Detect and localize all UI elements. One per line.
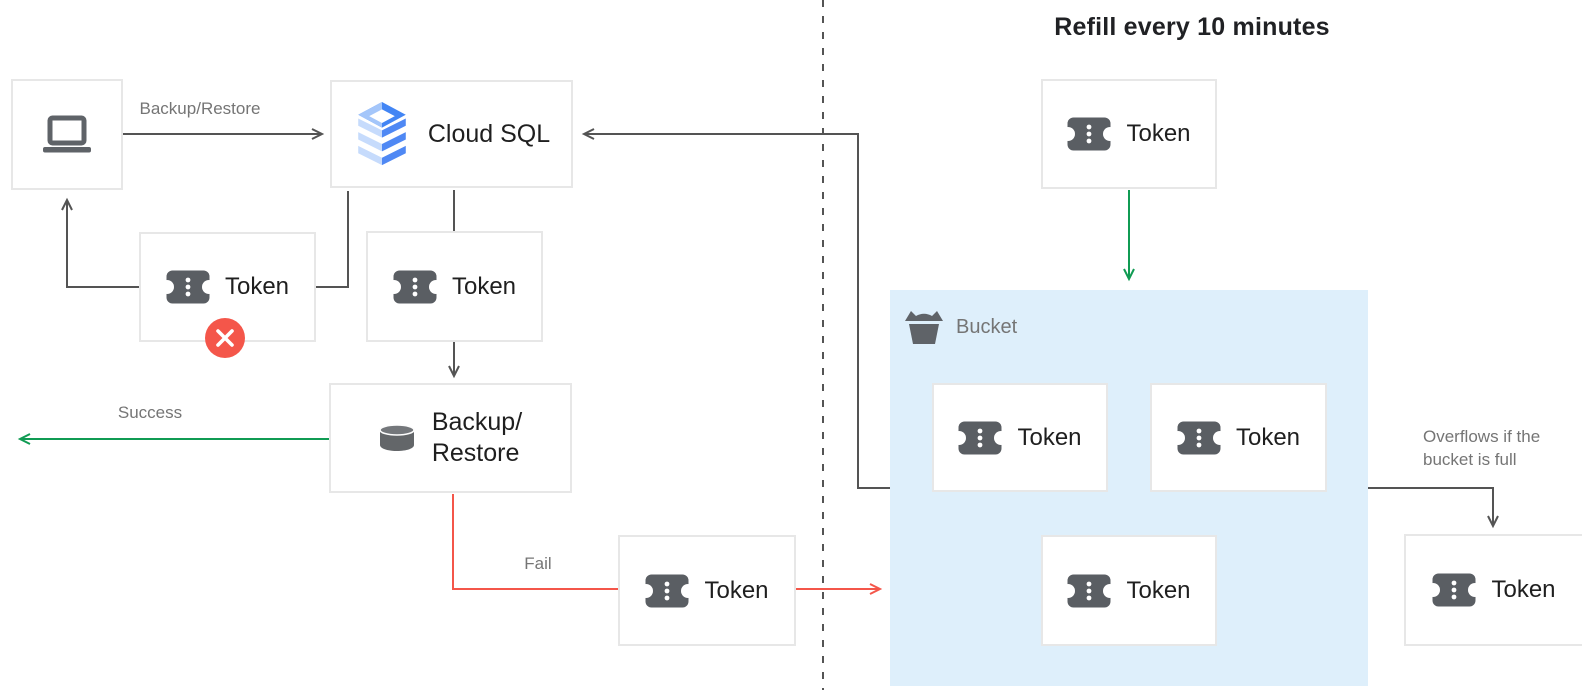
token-node-in-bucket: Token: [932, 383, 1108, 492]
backup-restore-label: Backup/ Restore: [432, 407, 522, 469]
cloud-sql-label: Cloud SQL: [427, 119, 551, 148]
token-node: Token: [618, 535, 796, 646]
token-label: Token: [1126, 120, 1191, 147]
token-node-failed: Token: [139, 232, 316, 342]
backup-restore-label-line2: Restore: [431, 439, 520, 467]
bucket-label: Bucket: [956, 315, 1018, 338]
x-badge-icon: [205, 318, 245, 358]
overflow-edge-label-line2: bucket is full: [1423, 450, 1517, 469]
ticket-icon: [165, 270, 210, 304]
fail-edge-label: Fail: [524, 554, 552, 573]
backup-restore-edge-label: Backup/Restore: [139, 99, 261, 118]
success-edge-label: Success: [117, 403, 183, 422]
ticket-icon: [1432, 573, 1477, 607]
token-node-overflow: Token: [1404, 534, 1582, 646]
bucket-icon: [903, 309, 945, 345]
client-node: [11, 79, 123, 190]
database-icon: [379, 424, 415, 452]
overflow-edge-label: Overflows if the bucket is full: [1423, 425, 1540, 471]
ticket-icon: [1067, 117, 1112, 151]
ticket-icon: [645, 574, 690, 608]
ticket-icon: [958, 421, 1003, 455]
edge-bucket-overflow: [1368, 487, 1499, 529]
cloud-sql-icon: [353, 102, 411, 166]
token-label: Token: [704, 576, 769, 604]
token-label: Token: [1126, 576, 1191, 604]
token-label: Token: [224, 273, 290, 300]
backup-restore-node: Backup/ Restore: [329, 383, 572, 493]
edge-bucket-to-cloudsql: [581, 128, 890, 489]
laptop-icon: [40, 115, 94, 155]
token-node: Token: [366, 231, 543, 342]
ticket-icon: [392, 270, 437, 304]
token-label: Token: [1235, 423, 1301, 451]
edge-token1-to-cloudsql: [316, 191, 349, 288]
token-label: Token: [451, 272, 517, 300]
token-label: Token: [1017, 423, 1082, 451]
token-node-refill: Token: [1041, 79, 1217, 189]
token-node-in-bucket: Token: [1041, 535, 1217, 646]
token-label: Token: [1491, 576, 1556, 603]
backup-restore-label-line1: Backup/: [431, 408, 523, 436]
overflow-edge-label-line1: Overflows if the: [1423, 427, 1541, 446]
ticket-icon: [1176, 421, 1221, 455]
cloud-sql-node: Cloud SQL: [330, 80, 573, 188]
edge-token1-to-client: [61, 197, 139, 288]
token-node-in-bucket: Token: [1150, 383, 1327, 492]
ticket-icon: [1067, 574, 1112, 608]
bucket-label-group: Bucket: [903, 309, 1017, 345]
refill-title: Refill every 10 minutes: [1054, 13, 1330, 41]
